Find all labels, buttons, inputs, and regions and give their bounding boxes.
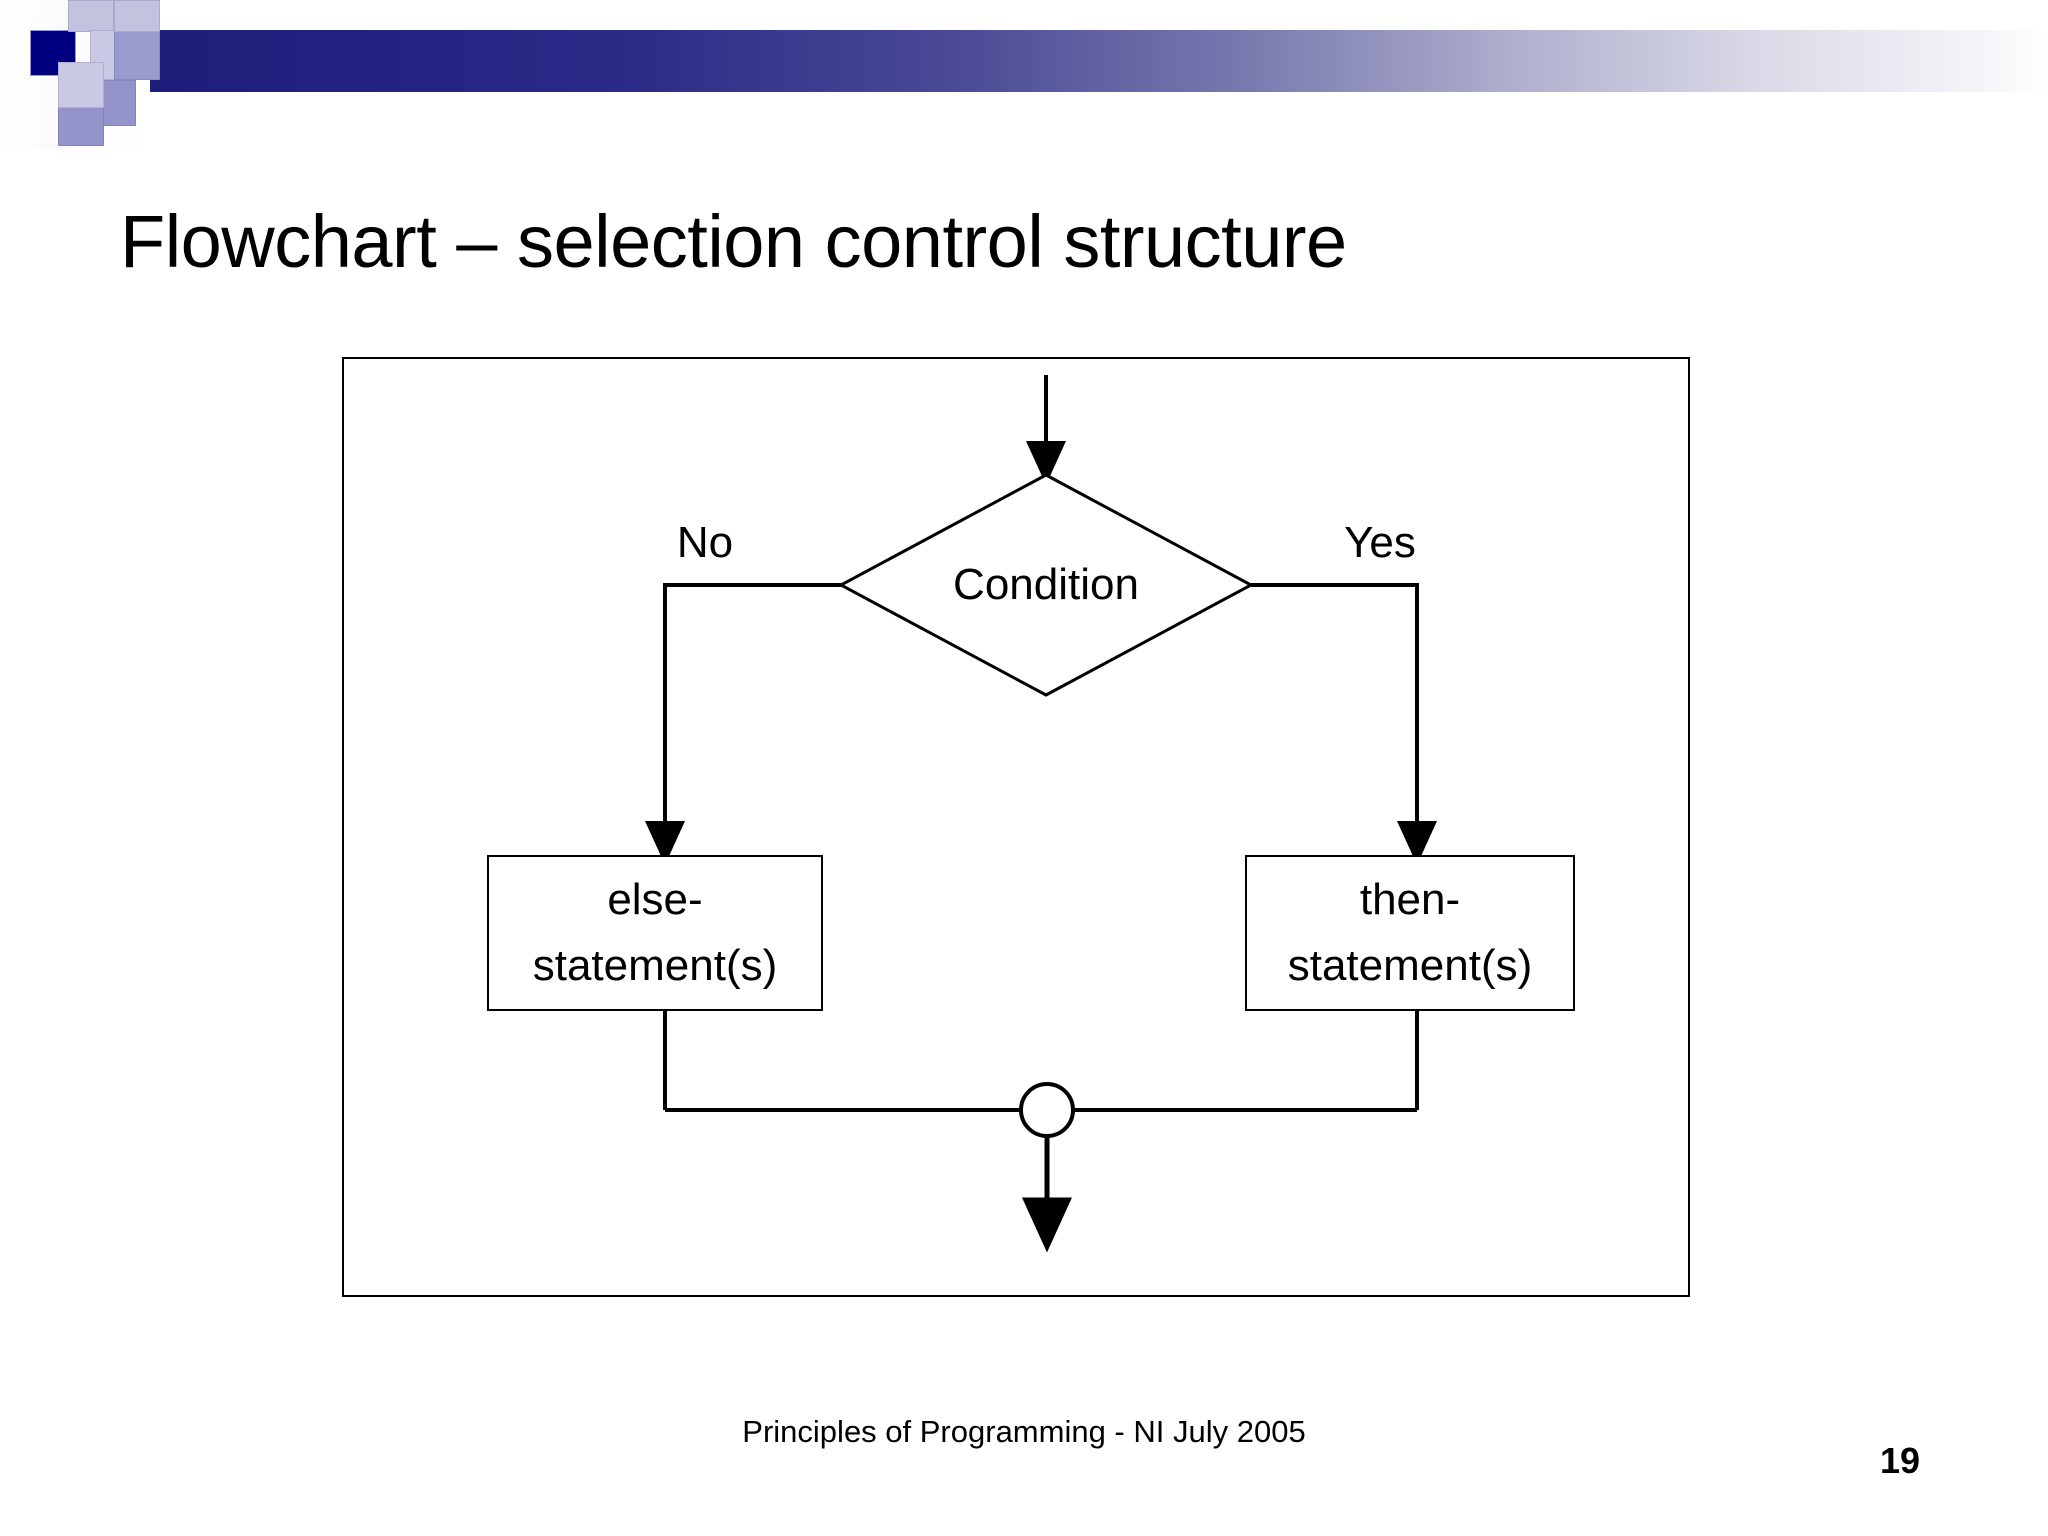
branch-label-no: No	[676, 518, 734, 567]
decision-label: Condition	[953, 560, 1139, 609]
header-decoration	[0, 0, 2048, 150]
deco-square-lav-3	[68, 0, 114, 32]
page-title: Flowchart – selection control structure	[120, 200, 1347, 283]
then-box-line-1: then-	[1359, 875, 1461, 924]
process-box-then: then- statement(s)	[1245, 855, 1575, 1011]
footer-text: Principles of Programming - NI July 2005	[742, 1414, 1306, 1449]
page-number: 19	[1880, 1440, 1921, 1481]
no-branch-connector	[645, 583, 841, 865]
yes-branch-connector	[1251, 583, 1437, 865]
header-gradient-bar	[136, 30, 2048, 92]
then-box-line-2: statement(s)	[1287, 941, 1533, 990]
else-box-line-2: statement(s)	[532, 941, 778, 990]
merge-circle	[1019, 1082, 1075, 1138]
decision-diamond	[837, 473, 1255, 697]
deco-square-lav-5	[58, 62, 104, 108]
process-box-else: else- statement(s)	[487, 855, 823, 1011]
else-box-line-1: else-	[607, 875, 703, 924]
branch-label-yes: Yes	[1344, 518, 1416, 567]
flowchart-connectors	[645, 375, 1437, 1253]
deco-square-mid-1	[114, 30, 160, 80]
deco-square-lav-6	[114, 0, 160, 32]
